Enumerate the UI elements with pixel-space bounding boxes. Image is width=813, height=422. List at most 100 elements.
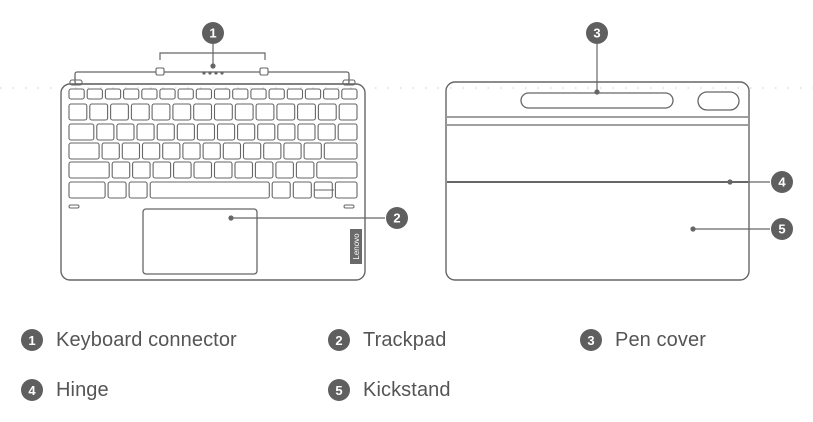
- keyboard-key-r6-5: [271, 181, 291, 199]
- legend-badge-2: 2: [328, 329, 350, 351]
- keyboard-key-r2-6: [172, 103, 192, 121]
- keyboard-key-r1-12: [268, 88, 285, 100]
- callout-badge-1-number: 1: [209, 26, 216, 41]
- keyboard-key-r2-8: [213, 103, 233, 121]
- keyboard-key-r3-6: [176, 123, 195, 141]
- keyboard-key-r3-7: [196, 123, 216, 141]
- keyboard-key-r3-8: [216, 123, 236, 141]
- callout-badge-5-number: 5: [778, 222, 785, 237]
- lenovo-logo-text: Lenovo: [352, 233, 361, 260]
- keyboard-key-r5-11: [295, 161, 315, 179]
- keyboard-key-r1-2: [86, 88, 103, 100]
- keyboard-key-r3-14: [337, 123, 358, 141]
- keyboard-key-r5-7: [213, 161, 233, 179]
- camera-cutout: [697, 91, 740, 111]
- keyboard-key-r2-5: [151, 103, 171, 121]
- legend-badge-1: 1: [21, 329, 43, 351]
- legend-item-hinge: 4 Hinge: [21, 377, 109, 403]
- legend-item-pen-cover: 3 Pen cover: [580, 327, 706, 353]
- keyboard-key-r3-10: [257, 123, 276, 141]
- keyboard-key-r1-4: [123, 88, 140, 100]
- connector-pins: [202, 71, 224, 75]
- keyboard-key-r4-9: [242, 142, 262, 160]
- legend-item-keyboard-connector: 1 Keyboard connector: [21, 327, 237, 353]
- legend-badge-5: 5: [328, 379, 350, 401]
- callout-badge-4-number: 4: [778, 175, 786, 190]
- callout-badge-2-number: 2: [393, 211, 400, 226]
- keyboard-key-r4-5: [162, 142, 181, 160]
- keyboard-key-r2-12: [297, 103, 316, 121]
- legend-label-trackpad: Trackpad: [363, 328, 447, 351]
- keyboard-key-r4-12: [303, 142, 322, 160]
- keyboard-connector-strip: [74, 71, 350, 85]
- keyboard-key-r4-3: [121, 142, 141, 160]
- keyboard-and-cover-diagram: Lenovo 1 2 3: [0, 22, 813, 281]
- keyboard-key-r3-1: [68, 123, 95, 141]
- keyboard-key-r3-11: [277, 123, 296, 141]
- cover-illustration: [445, 81, 750, 281]
- keyboard-key-r4-2: [101, 142, 120, 160]
- keyboard-key-r3-9: [237, 123, 256, 141]
- callout-badge-3: 3: [586, 22, 608, 44]
- keyboard-key-r3-4: [136, 123, 155, 141]
- keyboard-key-r5-5: [173, 161, 192, 179]
- keyboard-body: [60, 83, 366, 281]
- keyboard-key-r5-6: [193, 161, 213, 179]
- legend-item-trackpad: 2 Trackpad: [328, 327, 446, 353]
- keyboard-key-r2-13: [317, 103, 337, 121]
- keyboard-key-r1-14: [304, 88, 322, 100]
- legend-item-kickstand: 5 Kickstand: [328, 377, 451, 403]
- keyboard-key-r2-4: [130, 103, 150, 121]
- legend-badge-4: 4: [21, 379, 43, 401]
- keyboard-key-r2-11: [276, 103, 296, 121]
- keyboard-key-r4-1: [68, 142, 100, 160]
- keyboard-key-r5-10: [275, 161, 294, 179]
- keyboard-key-r1-3: [104, 88, 122, 100]
- keyboard-key-r1-7: [177, 88, 194, 100]
- keyboard-key-r2-10: [255, 103, 275, 121]
- keyboard-key-r3-12: [297, 123, 316, 141]
- keyboard-key-r5-1: [68, 161, 110, 179]
- keyboard-key-r2-1: [68, 103, 88, 121]
- keyboard-key-r4-13: [323, 142, 358, 160]
- keyboard-key-r3-5: [156, 123, 175, 141]
- keyboard-key-r6-6: [292, 181, 312, 199]
- keyboard-illustration: Lenovo: [60, 67, 366, 281]
- keyboard-key-r6-2: [107, 181, 127, 199]
- pen-cover-slot: [520, 92, 674, 109]
- keyboard-key-r4-6: [182, 142, 201, 160]
- callout-badge-5: 5: [771, 218, 793, 240]
- keyboard-key-r5-8: [234, 161, 254, 179]
- callout-badge-4: 4: [771, 171, 793, 193]
- callout-leaders: [159, 44, 770, 232]
- keyboard-key-r6-4: [149, 181, 270, 199]
- keyboard-key-r4-4: [141, 142, 161, 160]
- keyboard-key-r3-3: [116, 123, 135, 141]
- trackpad: [142, 208, 258, 275]
- keyboard-key-r5-3: [132, 161, 151, 179]
- keyboard-key-r1-11: [250, 88, 267, 100]
- keyboard-key-r2-9: [234, 103, 254, 121]
- callout-badge-3-number: 3: [593, 26, 600, 41]
- keyboard-key-r2-2: [89, 103, 109, 121]
- keyboard-key-r5-4: [152, 161, 172, 179]
- callout-badge-1: 1: [202, 22, 224, 44]
- keyboard-key-r1-5: [141, 88, 158, 100]
- keyboard-key-r5-2: [111, 161, 131, 179]
- keyboard-keys: [68, 88, 358, 199]
- callout-badge-2: 2: [386, 207, 408, 229]
- keyboard-key-r4-11: [283, 142, 302, 160]
- legend-badge-3: 3: [580, 329, 602, 351]
- keyboard-key-r4-8: [222, 142, 242, 160]
- keyboard-key-r1-10: [232, 88, 249, 100]
- lenovo-logo-plate: [350, 229, 362, 264]
- keyboard-key-r6-1: [68, 181, 106, 199]
- legend-label-pen-cover: Pen cover: [615, 328, 706, 351]
- keyboard-key-r6-8: [334, 181, 358, 199]
- keyboard-key-r5-12: [316, 161, 358, 179]
- keyboard-key-r5-9: [254, 161, 274, 179]
- keyboard-key-r3-2: [96, 123, 115, 141]
- keyboard-key-r3-13: [317, 123, 336, 141]
- keyboard-key-r1-13: [286, 88, 304, 100]
- legend-label-kickstand: Kickstand: [363, 378, 451, 401]
